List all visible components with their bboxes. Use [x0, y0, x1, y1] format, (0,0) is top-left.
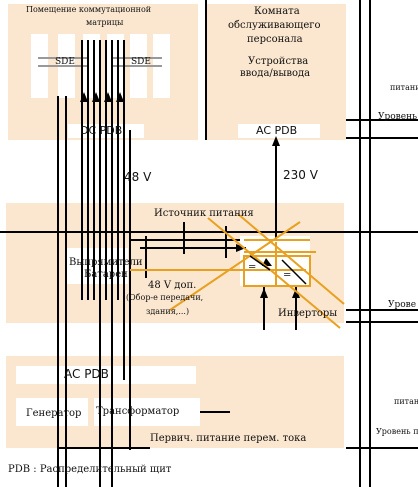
arrow-up — [272, 136, 280, 146]
arrow-right — [236, 244, 246, 252]
right-edge-label: Уровень — [378, 112, 417, 122]
power-source-title: Источник питания — [154, 208, 254, 219]
voltage-230v-label: 230 V — [283, 168, 318, 182]
generator-label: Генератор — [26, 408, 82, 419]
sde-label-left: SDE — [55, 57, 75, 67]
extra-48v-label: 48 V доп. — [148, 280, 197, 291]
equipment-label-1: (Обор-е передачи, — [126, 293, 204, 302]
inverters-label: Инверторы — [278, 308, 338, 319]
transformer-label: Трансформатор — [96, 406, 180, 417]
inverter-eq-right: = — [283, 270, 292, 281]
generator-box — [16, 398, 88, 426]
legend-text: PDB : Распределительный щит — [8, 464, 172, 475]
arrow-up — [92, 92, 100, 102]
inverter-eq-left: = — [248, 262, 257, 273]
orange-diagonal — [207, 217, 341, 329]
right-edge-label: Уровень п — [376, 427, 418, 436]
rectifiers-label: Выпрямители — [69, 257, 143, 268]
io-devices-title-1: Устройства — [248, 56, 309, 67]
right-edge-label: питан — [394, 397, 418, 406]
matrix-room-title-2: матрицы — [86, 18, 124, 27]
staff-room-title-1: Комната — [254, 6, 300, 17]
matrix-room-title-1: Помещение коммутационной — [26, 5, 152, 14]
orange-diagonal — [237, 213, 345, 305]
staff-room-title-3: персонала — [247, 34, 303, 45]
voltage-48v-label: 48 V — [124, 170, 152, 184]
orange-diagonal — [169, 221, 301, 311]
primary-ac-pdb-box — [16, 366, 196, 384]
arrow-up — [260, 288, 268, 298]
arrow-up — [80, 92, 88, 102]
batteries-label: Батареи — [84, 269, 128, 280]
staff-ac-pdb-label: AC PDB — [256, 124, 298, 137]
staff-ac-pdb-box — [238, 124, 320, 138]
arrow-up — [116, 92, 124, 102]
staff-room-zone — [206, 4, 346, 140]
arrow-up — [104, 92, 112, 102]
primary-ac-pdb-label: AC PDB — [64, 367, 109, 381]
right-edge-label: Урове — [388, 300, 417, 310]
inverter-diag — [249, 255, 271, 271]
sde-label-right: SDE — [131, 57, 151, 67]
arrow-up — [292, 288, 300, 298]
staff-room-title-2: обслуживающего — [228, 20, 321, 31]
io-devices-title-2: ввода/вывода — [240, 68, 311, 79]
dc-pdb-label: DC PDB — [80, 124, 123, 137]
equipment-label-2: здания,...) — [146, 307, 190, 316]
right-edge-label: питани — [390, 83, 418, 92]
inverter-diag — [281, 259, 307, 285]
primary-ac-label: Первич. питание перем. тока — [150, 433, 307, 444]
